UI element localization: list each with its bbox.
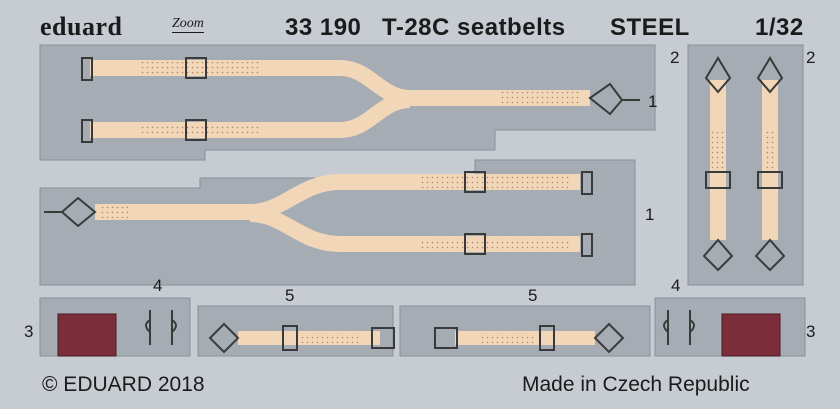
part-number-2-left: 2 xyxy=(670,48,680,67)
part-number-5-left: 5 xyxy=(285,286,295,305)
part-number-1-mid: 1 xyxy=(645,205,655,224)
scale-label: 1/32 xyxy=(755,14,804,41)
part-number-3-right: 3 xyxy=(806,322,816,341)
brand-logo: eduard xyxy=(40,12,123,41)
pad-3-right xyxy=(721,313,781,357)
part-number-4-left: 4 xyxy=(153,276,163,295)
zoom-mark: Zoom xyxy=(172,16,204,33)
belts-5 xyxy=(208,322,625,354)
part-number-2-right: 2 xyxy=(806,48,816,67)
hooks-4-right xyxy=(663,310,695,345)
belts-2 xyxy=(702,56,786,272)
part-number-3-left: 3 xyxy=(24,322,34,341)
pad-3-left xyxy=(57,313,117,357)
panel-belt-1-mid xyxy=(39,159,636,286)
part-number-1-top: 1 xyxy=(648,92,658,111)
hooks-4-left xyxy=(145,310,177,345)
part-number-4-right: 4 xyxy=(671,276,681,295)
set-number: 33 190 xyxy=(285,14,362,41)
origin-notice: Made in Czech Republic xyxy=(522,373,750,396)
part-number-5-right: 5 xyxy=(528,286,538,305)
product-title: T-28C seatbelts xyxy=(382,14,566,41)
material-label: STEEL xyxy=(610,14,690,41)
panel-belts-2 xyxy=(687,44,804,286)
belt-1-top xyxy=(81,57,640,143)
copyright-notice: © EDUARD 2018 xyxy=(42,373,205,396)
belt-1-mid xyxy=(44,171,593,257)
